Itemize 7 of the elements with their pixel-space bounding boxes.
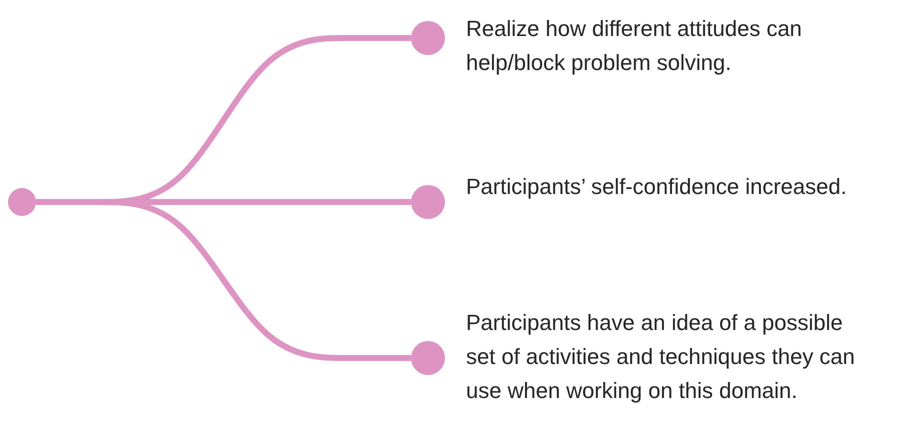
circle-node (411, 185, 445, 219)
outcome-text: Participants have an idea of a possible set of activities and techniques they can use when working on this domain. (466, 309, 856, 405)
outcome-text: Realize how different attitudes can help/block problem solving. (466, 15, 803, 77)
circle-node (411, 21, 445, 55)
circle-node (411, 341, 445, 375)
circle-node (8, 188, 36, 216)
outcome-text: Participants’ self-confidence increased. (466, 173, 848, 201)
